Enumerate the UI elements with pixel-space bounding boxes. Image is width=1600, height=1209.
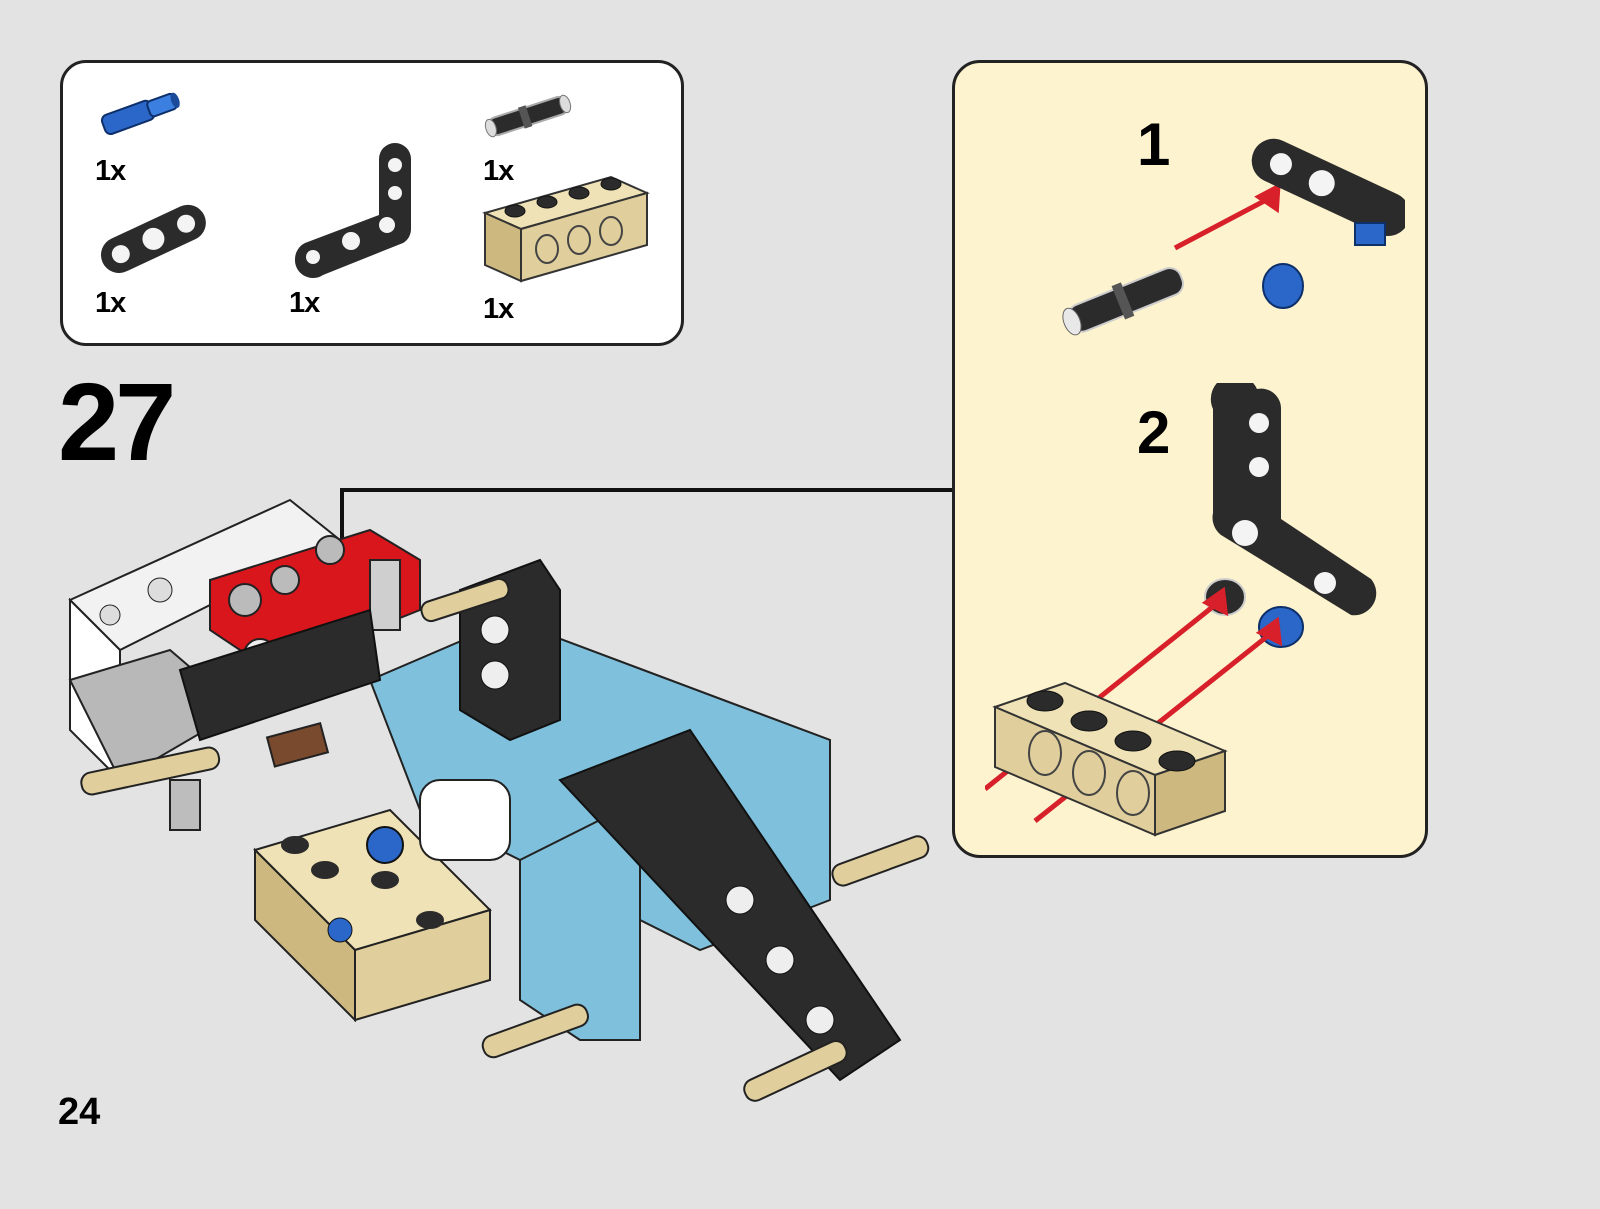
qty-l-beam: 1x [289, 287, 319, 320]
parts-list-box: 1x 1x 1x 1x [60, 60, 684, 346]
page-number: 24 [58, 1093, 100, 1131]
blue-pin-part [93, 85, 188, 140]
qty-blue-pin: 1x [95, 155, 125, 188]
substep-2-illustration [985, 383, 1405, 843]
model-assembly-illustration [40, 480, 940, 1140]
qty-beam-3: 1x [95, 287, 125, 320]
l-beam-part [287, 133, 417, 283]
tan-brick-part [481, 163, 651, 283]
beam-3-part [93, 193, 213, 283]
black-pin-part [481, 89, 576, 144]
sub-assembly-callout: 1 2 [952, 60, 1428, 858]
substep-1-illustration [1045, 118, 1405, 348]
step-number: 27 [58, 368, 172, 478]
qty-tan-brick: 1x [483, 293, 513, 326]
